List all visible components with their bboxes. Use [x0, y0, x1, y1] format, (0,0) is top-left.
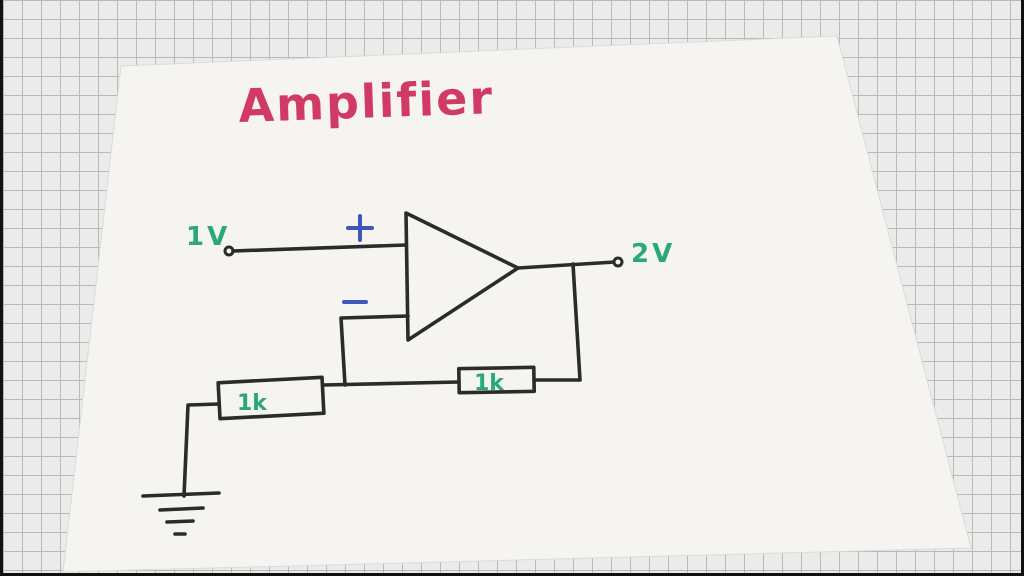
opamp-triangle: [404, 211, 520, 342]
noninverting-plus-sign: [346, 214, 374, 242]
ground-symbol: [141, 491, 221, 536]
diagram-title: Amplifier: [237, 70, 494, 133]
feedback-resistor-label: 1k: [474, 371, 505, 396]
feedback-wire-down: [532, 262, 582, 382]
paper-sheet: [62, 35, 972, 573]
output-voltage-label: 2V: [631, 239, 675, 269]
ground-resistor: [216, 375, 326, 421]
input-wire: [231, 243, 408, 253]
ground-wire: [182, 402, 221, 498]
input-voltage-label: 1V: [186, 222, 230, 252]
output-wire: [516, 260, 617, 270]
output-terminal: [612, 256, 624, 268]
amplifier-diagram: Amplifier 1V 2V 1k 1k: [62, 35, 972, 573]
inverting-input-wire: [339, 314, 410, 387]
ground-resistor-label: 1k: [237, 391, 268, 416]
